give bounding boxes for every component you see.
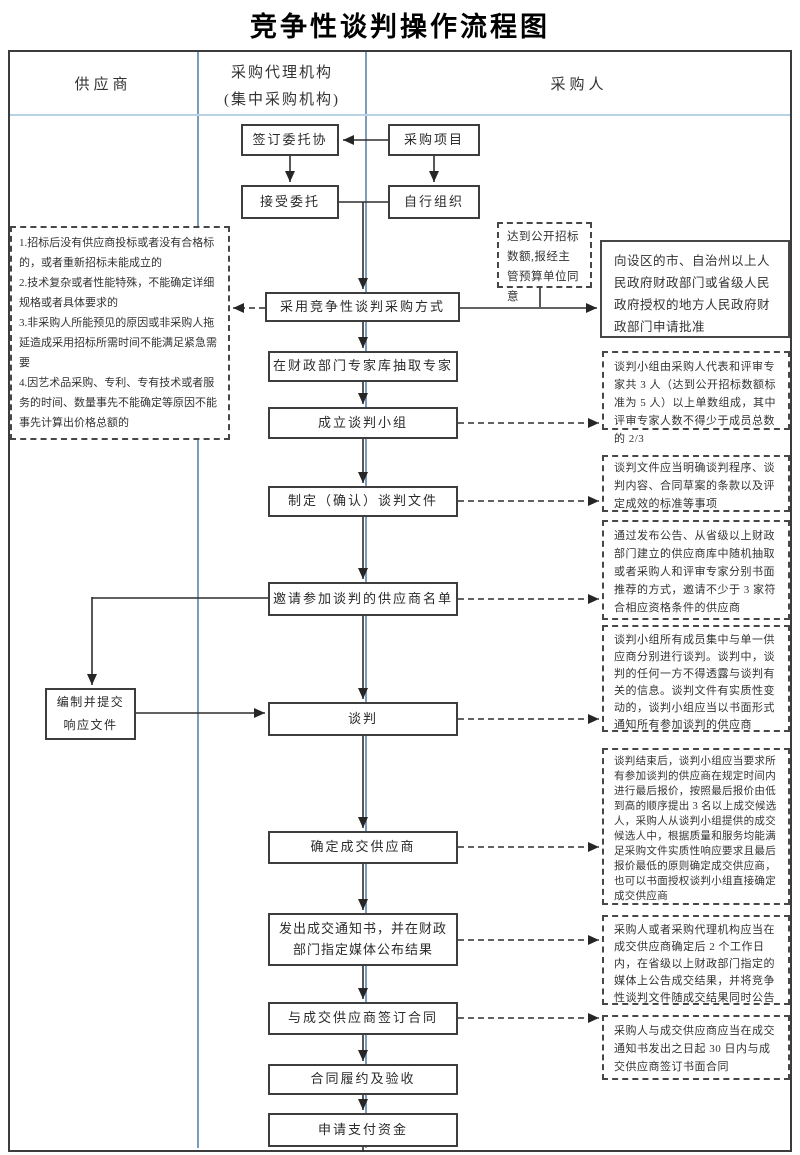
- note-document-requirements: 谈判文件应当明确谈判程序、谈判内容、合同草案的条款以及评定成效的标准等事项: [602, 455, 790, 512]
- node-sign-agreement: 签订委托协: [241, 124, 339, 156]
- node-invite-list: 邀请参加谈判的供应商名单: [268, 582, 458, 616]
- node-make-documents: 制定（确认）谈判文件: [268, 486, 458, 517]
- column-header-agency-line2: (集中采购机构): [224, 92, 340, 108]
- column-header-agency: 采购代理机构 (集中采购机构): [199, 60, 365, 114]
- node-adopt-method: 采用竞争性谈判采购方式: [265, 292, 460, 322]
- condition-item: 3.非采购人所能预见的原因或非采购人拖延造成采用招标所需时间不能满足紧急需要: [19, 317, 217, 369]
- chart-frame: [8, 50, 792, 1152]
- column-header-agency-line1: 采购代理机构: [230, 65, 333, 81]
- note-team-composition: 谈判小组由采购人代表和评审专家共 3 人（达到公开招标数额标准为 5 人）以上单…: [602, 351, 790, 445]
- node-contract-acceptance: 合同履约及验收: [268, 1064, 458, 1095]
- note-threshold: 达到公开招标数额,报经主管预算单位同意: [497, 222, 592, 303]
- node-determine-supplier: 确定成交供应商: [268, 831, 458, 864]
- note-negotiation-rules: 谈判小组所有成员集中与单一供应商分别进行谈判。谈判中，谈判的任何一方不得透露与谈…: [602, 625, 790, 732]
- column-divider-supplier-agency: [197, 52, 199, 1148]
- node-prepare-response: 编制并提交响应文件: [45, 688, 136, 740]
- column-header-purchaser: 采购人: [550, 77, 608, 93]
- page-title: 竞争性谈判操作流程图: [250, 12, 550, 42]
- node-accept-entrustment: 接受委托: [241, 185, 339, 219]
- note-contract-deadline: 采购人与成交供应商应当在成交通知书发出之日起 30 日内与成交供应商签订书面合同: [602, 1015, 790, 1080]
- note-final-quotation: 谈判结束后，谈判小组应当要求所有参加谈判的供应商在规定时间内进行最后报价，按照最…: [602, 748, 790, 905]
- note-applicable-conditions: 1.招标后没有供应商投标或者没有合格标的，或者重新招标未能成立的 2.技术复杂或…: [10, 226, 230, 440]
- note-approval: 向设区的市、自治州以上人民政府财政部门或省级人民政府授权的地方人民政府财政部门申…: [600, 240, 790, 338]
- node-form-team: 成立谈判小组: [268, 407, 458, 439]
- node-self-organize: 自行组织: [388, 185, 480, 219]
- header-divider: [10, 114, 790, 116]
- node-request-payment: 申请支付资金: [268, 1113, 458, 1147]
- condition-item: 2.技术复杂或者性能特殊，不能确定详细规格或者具体要求的: [19, 277, 215, 309]
- node-procurement-project: 采购项目: [388, 124, 480, 156]
- node-negotiation: 谈判: [268, 702, 458, 736]
- note-result-announcement: 采购人或者采购代理机构应当在成交供应商确定后 2 个工作日内，在省级以上财政部门…: [602, 915, 790, 1005]
- condition-item: 4.因艺术品采购、专利、专有技术或者服务的时间、数量事先不能确定等原因不能事先计…: [19, 377, 217, 429]
- column-header-supplier: 供应商: [74, 77, 132, 93]
- node-issue-notice: 发出成交通知书，并在财政部门指定媒体公布结果: [268, 913, 458, 966]
- node-draw-experts: 在财政部门专家库抽取专家: [268, 351, 458, 382]
- condition-item: 1.招标后没有供应商投标或者没有合格标的，或者重新招标未能成立的: [19, 237, 215, 269]
- note-invitation-method: 通过发布公告、从省级以上财政部门建立的供应商库中随机抽取或者采购人和评审专家分别…: [602, 520, 790, 620]
- node-sign-contract: 与成交供应商签订合同: [268, 1002, 458, 1035]
